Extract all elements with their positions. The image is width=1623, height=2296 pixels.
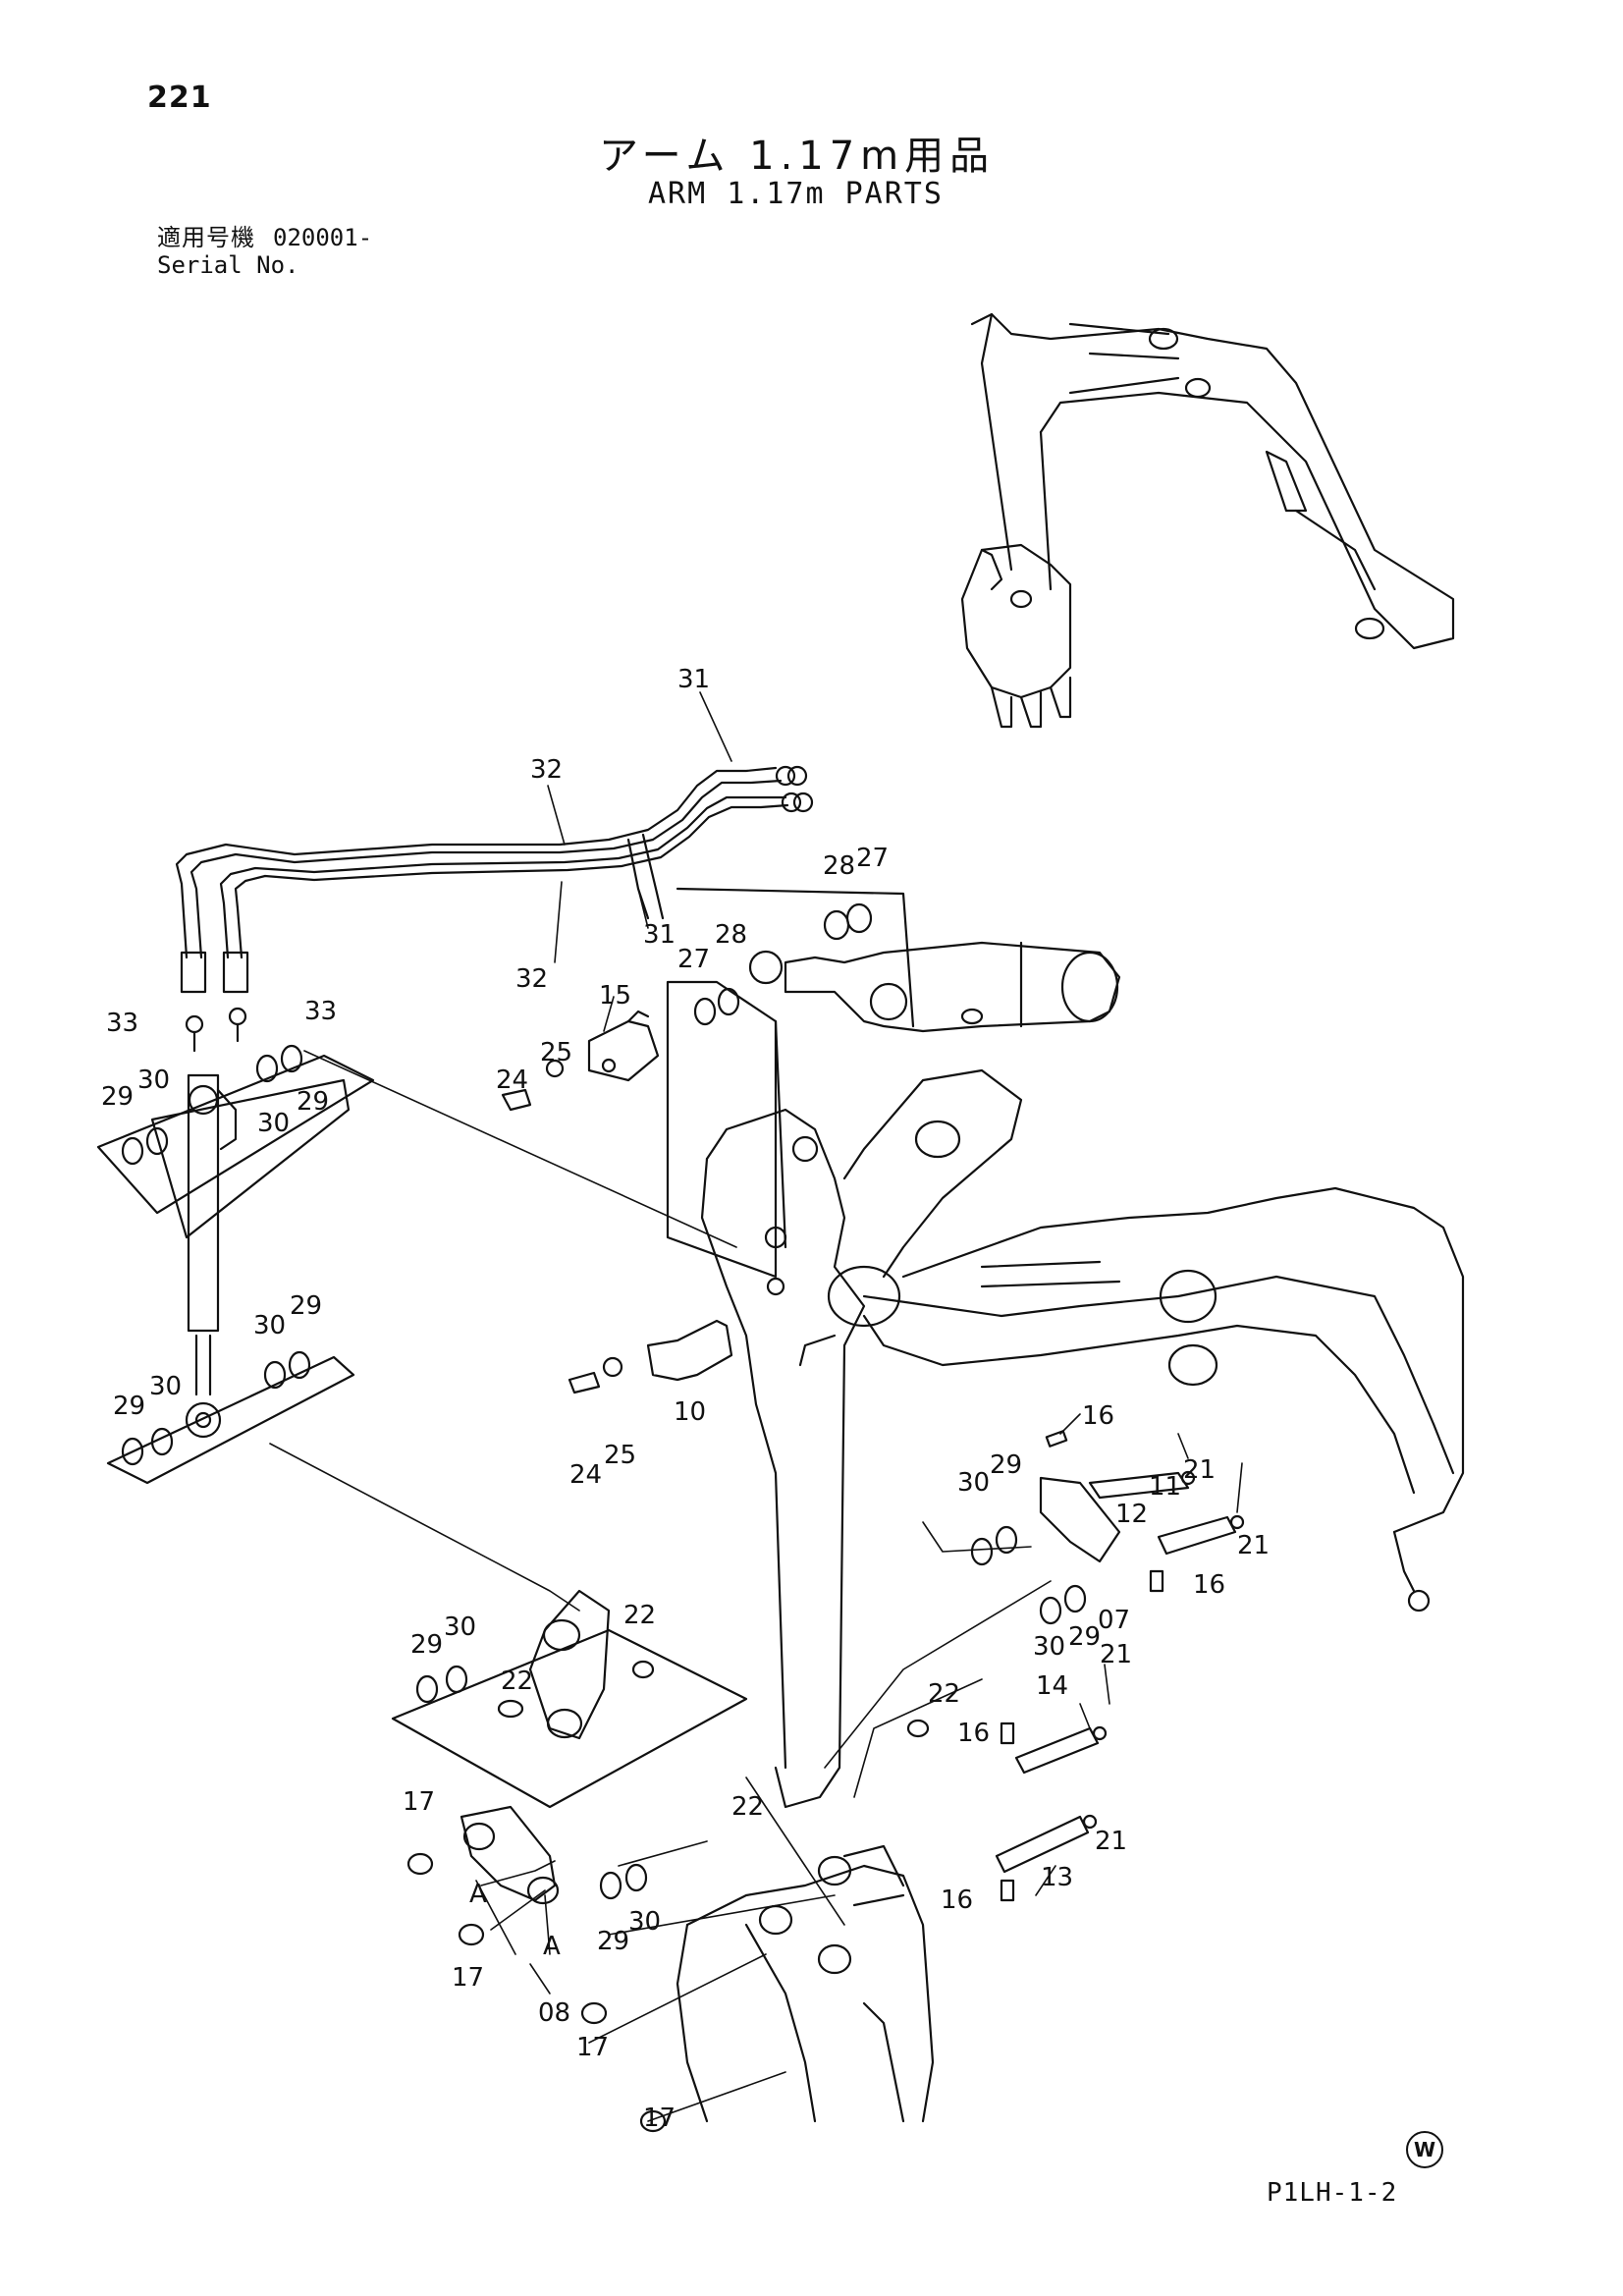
callout-a-2: A xyxy=(543,1932,561,1961)
callout-10: 10 xyxy=(674,1397,706,1427)
callout-29-e: 29 xyxy=(990,1450,1022,1480)
callout-28-b: 28 xyxy=(715,920,747,950)
callout-24-a: 24 xyxy=(496,1066,528,1095)
overview-illustration xyxy=(960,312,1455,729)
boom-cylinder xyxy=(693,902,1121,1033)
callout-arrows xyxy=(475,1880,551,1995)
title-english: ARM 1.17m PARTS xyxy=(648,177,944,211)
callout-29-f: 29 xyxy=(1068,1622,1101,1652)
leader-lines xyxy=(269,1050,1052,2122)
callout-27-b: 27 xyxy=(677,945,710,974)
callout-16-b: 16 xyxy=(1193,1570,1225,1600)
callout-a-1: A xyxy=(469,1880,487,1909)
callout-25-a: 25 xyxy=(540,1038,572,1067)
callout-07: 07 xyxy=(1098,1606,1130,1635)
callout-24-b: 24 xyxy=(569,1460,602,1490)
guide-boxes xyxy=(96,887,915,1809)
callout-labels: 31 32 31 32 33 33 28 27 27 28 15 25 24 2… xyxy=(101,665,1270,2133)
serial-value: 020001- xyxy=(273,224,373,251)
callout-14: 14 xyxy=(1036,1671,1068,1701)
callout-22-c: 22 xyxy=(928,1679,960,1709)
link-assembly xyxy=(406,1589,930,2133)
serial-label-en: Serial No. xyxy=(157,251,299,279)
callout-31-a: 31 xyxy=(677,665,710,694)
pin-group-15 xyxy=(501,1010,660,1112)
callout-30-b: 30 xyxy=(257,1109,290,1138)
callout-33-b: 33 xyxy=(304,997,337,1026)
callout-16-a: 16 xyxy=(1082,1401,1114,1431)
callout-12: 12 xyxy=(1115,1500,1148,1529)
callout-29-c: 29 xyxy=(290,1291,322,1321)
callout-25-b: 25 xyxy=(604,1441,636,1470)
callout-29-b: 29 xyxy=(297,1087,329,1117)
washers-top-left xyxy=(121,1044,311,1466)
callout-22-d: 22 xyxy=(731,1792,764,1822)
callout-30-c: 30 xyxy=(253,1311,286,1340)
callout-leaders xyxy=(547,691,1243,1896)
right-pins xyxy=(970,1430,1245,1902)
callout-30-f: 30 xyxy=(1033,1632,1065,1662)
callout-32-a: 32 xyxy=(530,755,563,785)
callout-16-d: 16 xyxy=(941,1886,973,1915)
callout-21-b: 21 xyxy=(1237,1531,1270,1560)
callout-15: 15 xyxy=(599,981,631,1011)
callout-21-d: 21 xyxy=(1095,1827,1127,1856)
callout-31-b: 31 xyxy=(643,920,676,950)
callout-30-e: 30 xyxy=(957,1468,990,1498)
callout-29-a: 29 xyxy=(101,1082,134,1112)
callout-21-a: 21 xyxy=(1183,1455,1216,1485)
callout-17-c: 17 xyxy=(576,2033,609,2062)
callout-30-a: 30 xyxy=(137,1066,170,1095)
pin-group-10 xyxy=(568,1319,733,1394)
callout-33-a: 33 xyxy=(106,1009,138,1038)
callout-17-a: 17 xyxy=(403,1787,435,1817)
callout-29-d: 29 xyxy=(113,1392,145,1421)
bucket xyxy=(676,1844,935,2123)
callout-08: 08 xyxy=(538,1998,570,2028)
callout-29-h: 29 xyxy=(597,1927,629,1956)
callout-17-b: 17 xyxy=(452,1963,484,1993)
callout-30-h: 30 xyxy=(628,1907,661,1937)
callout-22-a: 22 xyxy=(623,1601,656,1630)
serial-info: 適用号機 020001- Serial No. xyxy=(157,224,372,279)
callout-22-b: 22 xyxy=(501,1667,533,1696)
callout-27-a: 27 xyxy=(856,844,889,873)
callout-32-b: 32 xyxy=(515,964,548,994)
callout-30-g: 30 xyxy=(444,1613,476,1642)
callout-13: 13 xyxy=(1041,1863,1073,1892)
arm-body xyxy=(700,1068,1465,1809)
callout-30-d: 30 xyxy=(149,1372,182,1401)
page-number: 221 xyxy=(147,81,212,115)
w-mark: W xyxy=(1406,2131,1443,2168)
serial-label-jp: 適用号機 xyxy=(157,224,255,251)
callout-17-d: 17 xyxy=(643,2104,676,2133)
callout-29-g: 29 xyxy=(410,1630,443,1660)
title-japanese: アーム 1.17m用品 xyxy=(599,134,996,179)
cylinder-assembly xyxy=(150,1007,351,1439)
drawing-code: P1LH-1-2 xyxy=(1267,2178,1398,2208)
callout-21-c: 21 xyxy=(1100,1640,1132,1669)
callout-11: 11 xyxy=(1149,1472,1181,1502)
hose-assembly xyxy=(175,765,814,994)
callout-28-a: 28 xyxy=(823,851,855,881)
callout-16-c: 16 xyxy=(957,1719,990,1748)
